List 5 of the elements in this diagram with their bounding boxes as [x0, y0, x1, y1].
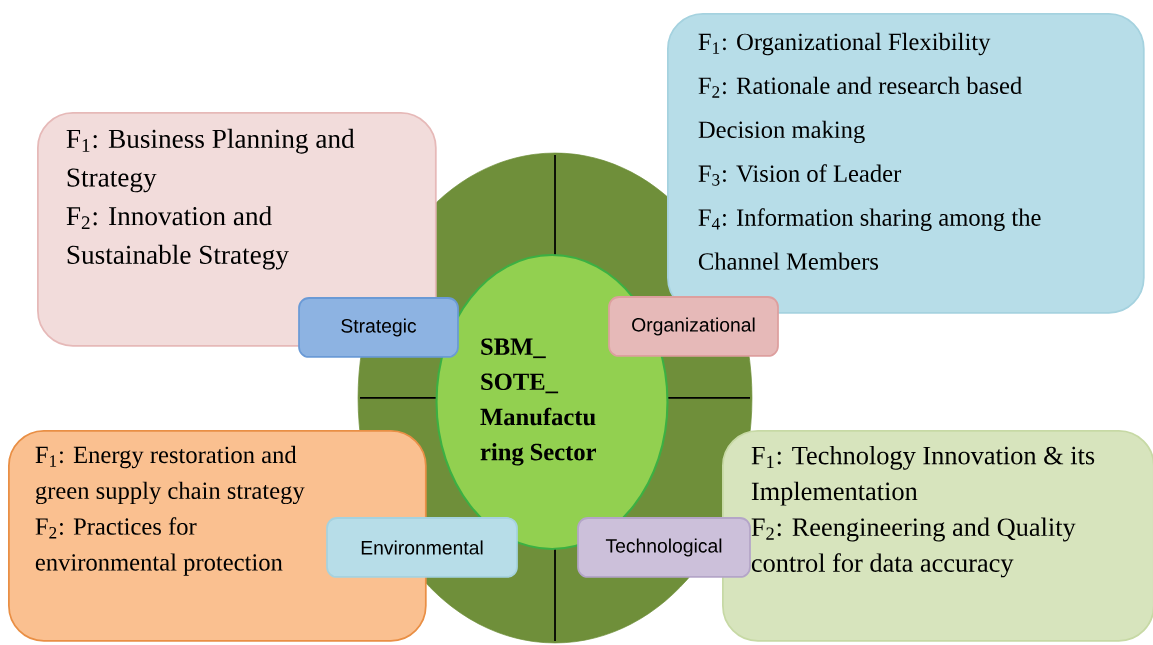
factor-box: F$_{1}$: Technology Innovation & its Implementation F$_{2}$: Reengineering and Quality control for data accuracy — [722, 430, 1153, 642]
category-tab: Environmental — [326, 517, 518, 578]
category-tab: Organizational — [608, 296, 779, 357]
category-tab: Strategic — [298, 297, 459, 358]
factor-box: F$_{1}$: Organizational Flexibility F$_{2}$: Rationale and research based Decision making F$_{3}$: Vision of Leader F$_{4}$: Information sharing among the Channel Members — [667, 13, 1145, 314]
